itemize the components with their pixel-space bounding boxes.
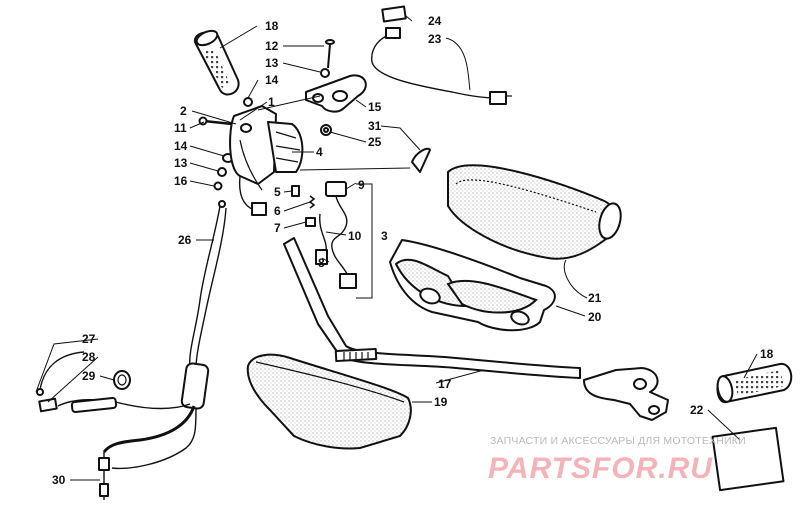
callout-20: 20	[588, 310, 602, 324]
throttle-cable-26	[188, 200, 227, 369]
callout-31: 31	[368, 119, 382, 133]
callout-22: 22	[690, 403, 704, 417]
connector-left	[238, 175, 267, 216]
callout-13-left: 13	[174, 156, 188, 170]
sensor-24	[381, 5, 407, 23]
pin-31	[411, 147, 431, 173]
callout-17: 17	[438, 377, 452, 391]
callout-29: 29	[82, 369, 96, 383]
cable-junction	[57, 362, 210, 470]
pin-5	[291, 185, 300, 197]
switch-9	[325, 181, 349, 277]
watermark-logo: PARTSFOR.RU	[488, 452, 713, 485]
spacer-7	[305, 217, 316, 227]
pad-support-20	[389, 239, 556, 332]
callout-21: 21	[588, 291, 602, 305]
handlebar-17	[283, 237, 581, 379]
watermark: ЗАПЧАСТИ И АКСЕССУАРЫ ДЛЯ МОТОТЕХНИКИ PA…	[488, 435, 746, 485]
callout-2: 2	[180, 104, 187, 118]
callout-28: 28	[82, 350, 96, 364]
callout-labels: 18 12 13 14 1 2 11 14 13 16 4 5 6 7 9 10…	[52, 14, 774, 487]
callout-10: 10	[348, 229, 362, 243]
spring-6	[308, 195, 316, 209]
washer-16	[213, 181, 223, 191]
watermark-tagline: ЗАПЧАСТИ И АКСЕССУАРЫ ДЛЯ МОТОТЕХНИКИ	[490, 435, 746, 447]
clamp-15	[305, 74, 367, 113]
callout-23: 23	[428, 32, 442, 46]
callout-25: 25	[368, 135, 382, 149]
callout-15: 15	[368, 100, 382, 114]
callout-27: 27	[82, 332, 96, 346]
throttle-block-right	[583, 367, 669, 421]
callout-18-left: 18	[265, 19, 279, 33]
callout-4: 4	[316, 145, 323, 159]
throttle-housing-4	[229, 105, 304, 191]
callout-8: 8	[318, 256, 325, 270]
callout-11: 11	[174, 121, 187, 135]
callout-18-right: 18	[760, 347, 774, 361]
callout-30: 30	[52, 473, 66, 487]
label-22	[711, 426, 785, 492]
harness-23	[371, 27, 512, 105]
handlebar-pad-21	[447, 164, 622, 260]
callout-13-top: 13	[265, 56, 279, 70]
callout-24: 24	[428, 14, 442, 28]
screw-25	[320, 124, 332, 136]
callout-14-top: 14	[265, 73, 279, 87]
nut-13-left	[217, 167, 227, 177]
callout-19: 19	[434, 395, 448, 409]
callout-9: 9	[358, 178, 365, 192]
nut-13-top	[320, 68, 330, 78]
bolt-12	[325, 39, 335, 69]
callout-5: 5	[274, 185, 281, 199]
callout-3: 3	[381, 229, 388, 243]
connector-8	[315, 249, 357, 289]
leader-lines	[35, 15, 758, 481]
left-grip	[193, 29, 240, 96]
fitting-30	[98, 452, 110, 500]
callout-26: 26	[178, 233, 192, 247]
fitting-cable-mid	[70, 397, 118, 413]
callout-6: 6	[274, 204, 281, 218]
washer-14-top	[243, 97, 253, 107]
callout-1: 1	[268, 95, 275, 109]
wire-10	[319, 213, 327, 253]
callout-12: 12	[265, 39, 279, 53]
cable-end-28	[38, 397, 58, 413]
right-grip	[716, 362, 793, 403]
callout-7: 7	[274, 221, 281, 235]
harness-bracket-3	[356, 183, 373, 299]
cover-19	[246, 353, 412, 450]
clip-29	[113, 370, 131, 390]
callout-14-left: 14	[174, 139, 188, 153]
cable-end-27	[36, 351, 85, 396]
callout-16: 16	[174, 174, 188, 188]
